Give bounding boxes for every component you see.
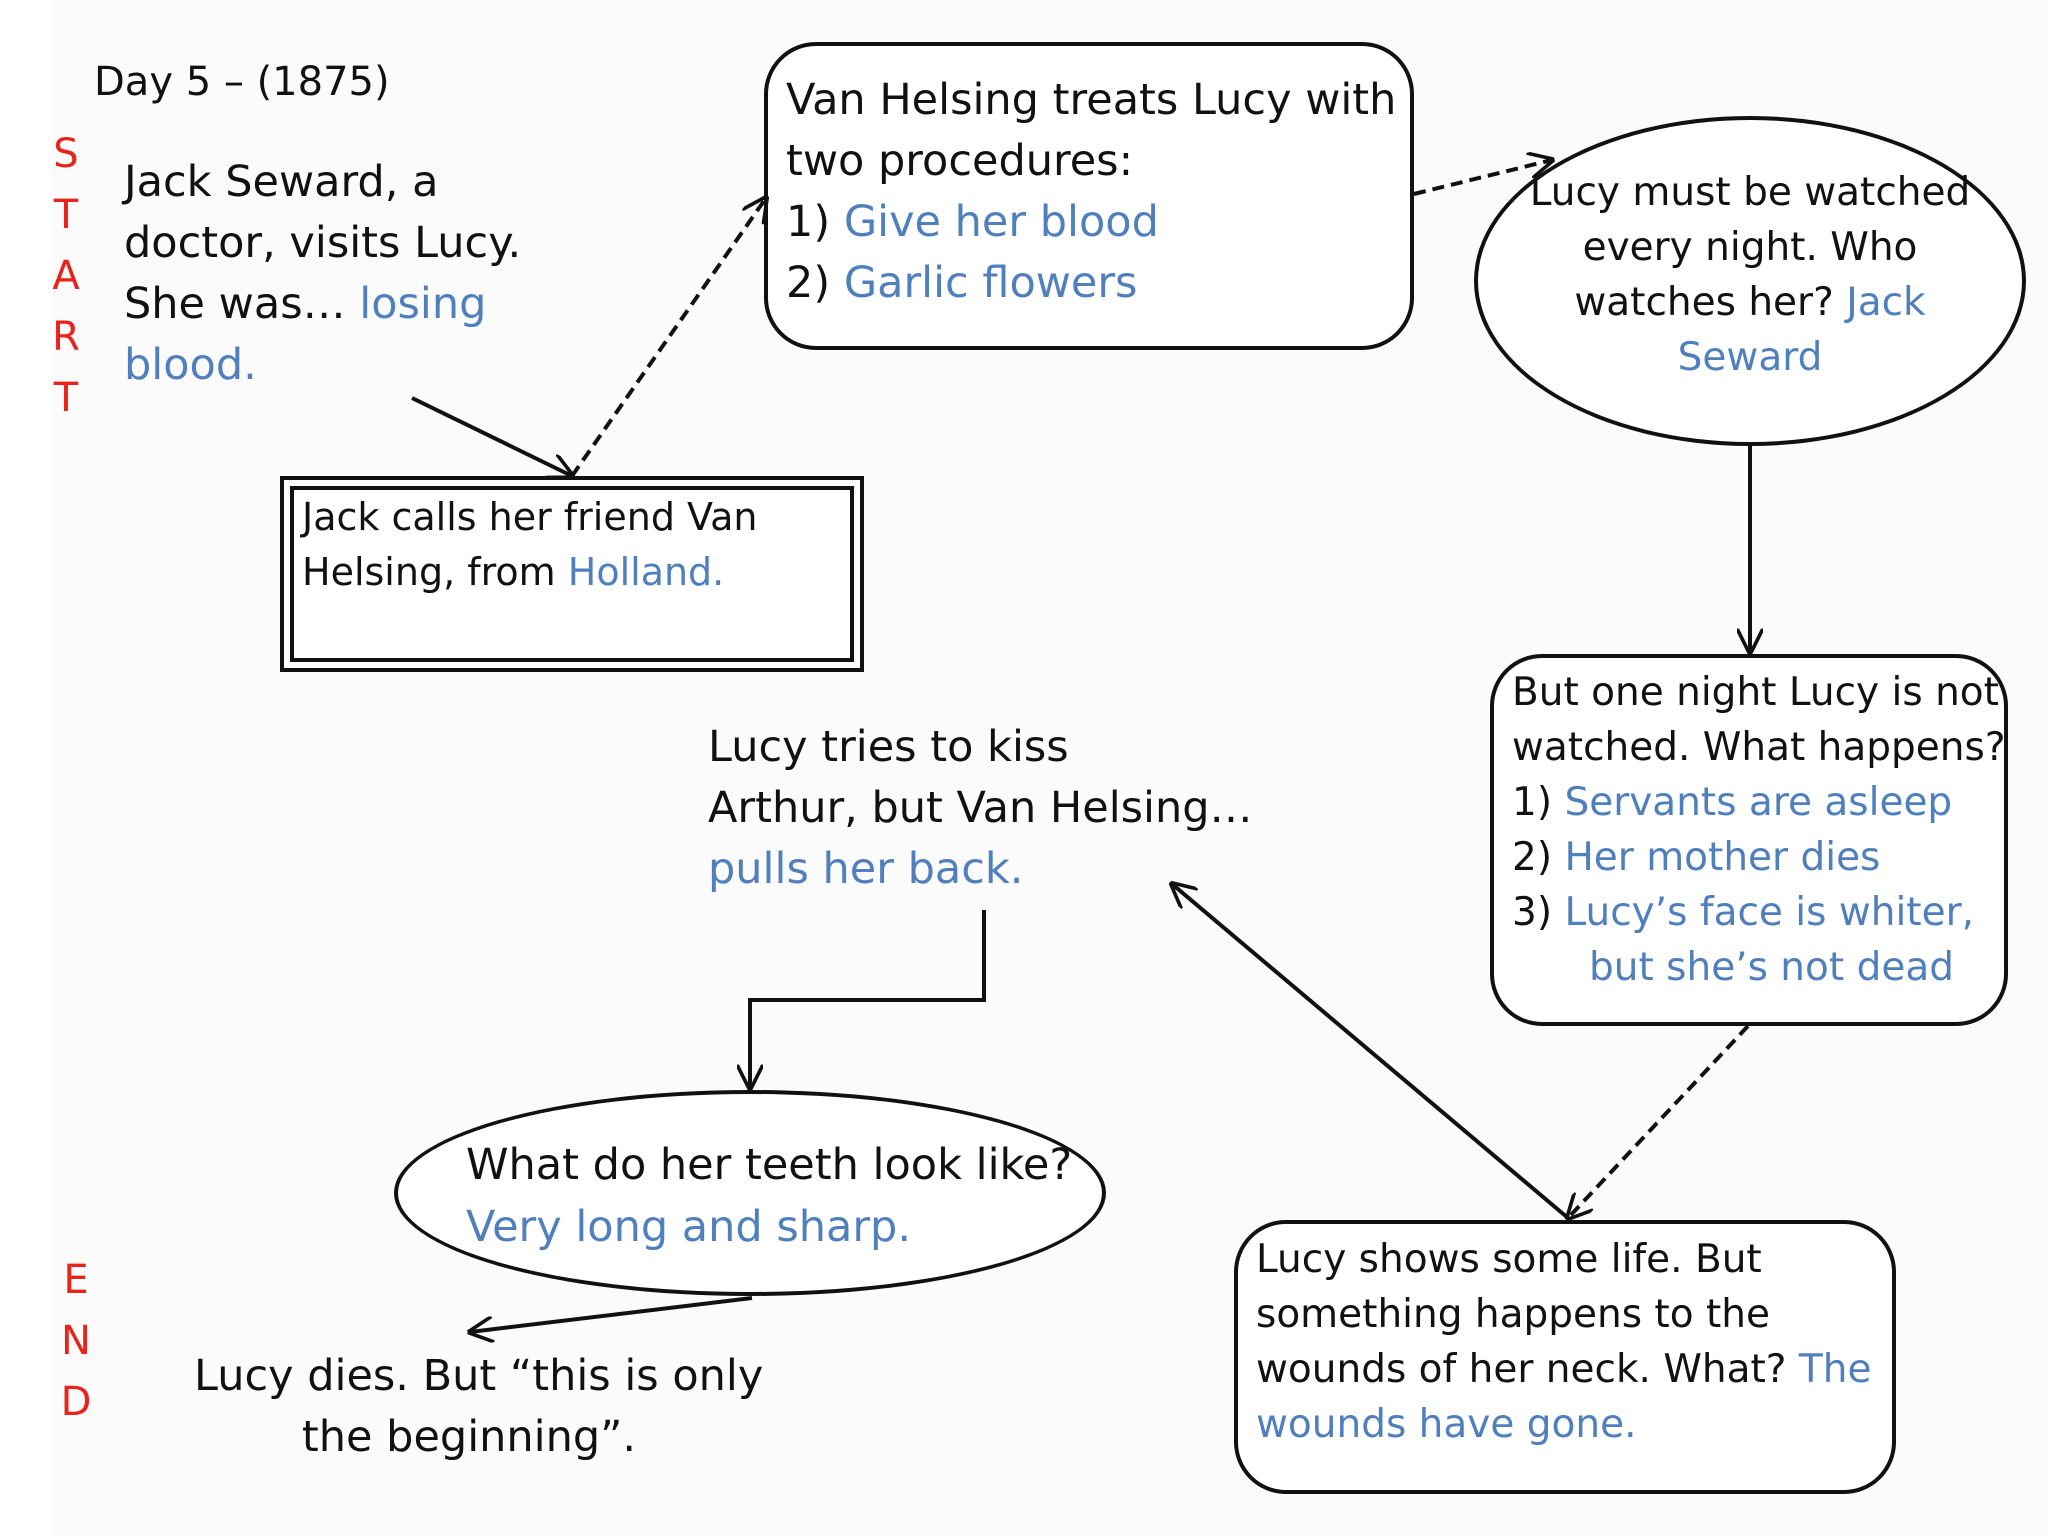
night-line: But one night Lucy is not xyxy=(1512,670,1999,715)
night-answer: but she’s not dead xyxy=(1589,945,1954,990)
watch-text: Lucy must be watched every night. Who wa… xyxy=(1474,165,2026,385)
kiss-answer: pulls her back. xyxy=(708,844,1024,894)
watch-answer: Seward xyxy=(1677,335,1823,380)
night-answer: Her mother dies xyxy=(1564,835,1881,880)
treatment-answer: Give her blood xyxy=(843,197,1159,247)
arrow-treatment-to-watch xyxy=(1413,160,1552,196)
end-letter: D xyxy=(60,1379,92,1425)
dies-line: the beginning”. xyxy=(301,1412,637,1462)
item-number: 2) xyxy=(786,258,844,308)
start-letter: A xyxy=(52,253,80,299)
night-answer: Lucy’s face is whiter, xyxy=(1564,890,1975,935)
arrow-teeth-to-dies xyxy=(470,1296,753,1332)
night-answer: Servants are asleep xyxy=(1564,780,1953,825)
treatment-item: 1) Give her blood xyxy=(786,192,1396,253)
call-text: Jack calls her friend Van Helsing, from … xyxy=(302,490,757,600)
end-label: E N D xyxy=(56,1250,96,1433)
arrow-call-to-treatment xyxy=(570,198,766,478)
night-item: 1) Servants are asleep xyxy=(1512,775,2006,830)
life-text-part: wounds of her neck. What? xyxy=(1256,1347,1799,1392)
item-number: 1) xyxy=(1512,780,1565,825)
night-text: But one night Lucy is not watched. What … xyxy=(1512,665,2006,995)
dies-node: Lucy dies. But “this is only the beginni… xyxy=(194,1346,764,1468)
teeth-answer: Very long and sharp. xyxy=(466,1202,912,1252)
dies-line: Lucy dies. But “this is only xyxy=(194,1351,764,1401)
life-text: Lucy shows some life. But something happ… xyxy=(1256,1232,1871,1452)
call-line: Jack calls her friend Van xyxy=(302,495,758,539)
intro-line: doctor, visits Lucy. xyxy=(124,218,522,268)
life-line: something happens to the xyxy=(1256,1292,1770,1337)
call-answer: Holland. xyxy=(567,550,725,594)
night-line: watched. What happens? xyxy=(1512,725,2006,770)
start-letter: R xyxy=(52,314,80,360)
life-line: wounds of her neck. What? The xyxy=(1256,1342,1871,1397)
treatment-answer: Garlic flowers xyxy=(843,258,1138,308)
intro-answer: losing xyxy=(359,279,487,329)
night-node xyxy=(1490,654,2008,1026)
life-answer: The xyxy=(1798,1347,1872,1392)
teeth-line: What do her teeth look like? xyxy=(466,1140,1073,1190)
watch-answer: Jack xyxy=(1846,280,1926,325)
watch-node xyxy=(1474,116,2026,446)
treatment-item: 2) Garlic flowers xyxy=(786,253,1396,314)
intro-line: Jack Seward, a xyxy=(124,157,439,207)
intro-node: Jack Seward, a doctor, visits Lucy. She … xyxy=(124,152,521,396)
end-letter: N xyxy=(61,1318,91,1364)
start-letter: S xyxy=(53,131,79,177)
treatment-line: Van Helsing treats Lucy with xyxy=(786,75,1397,125)
treatment-node xyxy=(764,42,1414,350)
treatment-text: Van Helsing treats Lucy with two procedu… xyxy=(786,70,1396,314)
end-letter: E xyxy=(63,1257,89,1303)
item-number: 2) xyxy=(1512,835,1565,880)
intro-text: She was… xyxy=(124,279,360,329)
start-letter: T xyxy=(53,375,79,421)
arrow-life-to-kiss xyxy=(1172,884,1570,1220)
arrow-kiss-to-teeth xyxy=(750,910,986,1088)
arrow-intro-to-call xyxy=(411,396,572,476)
call-text-part: Helsing, from xyxy=(302,550,568,594)
kiss-line: Lucy tries to kiss xyxy=(708,722,1069,772)
teeth-node xyxy=(394,1090,1106,1296)
start-letter: T xyxy=(53,192,79,238)
item-number: 1) xyxy=(786,197,844,247)
call-line: Helsing, from Holland. xyxy=(302,545,757,600)
call-node xyxy=(280,476,864,672)
watch-text-part: watches her? xyxy=(1574,280,1847,325)
intro-line: She was… losing xyxy=(124,274,521,335)
kiss-node: Lucy tries to kiss Arthur, but Van Helsi… xyxy=(708,717,1253,900)
page-title: Day 5 – (1875) xyxy=(94,59,390,105)
arrow-night-to-life xyxy=(1568,1024,1750,1218)
treatment-line: two procedures: xyxy=(786,136,1134,186)
night-item: 3) Lucy’s face is whiter, xyxy=(1512,885,2006,940)
watch-line: every night. Who xyxy=(1582,225,1918,270)
item-number: 3) xyxy=(1512,890,1565,935)
life-answer: wounds have gone. xyxy=(1256,1402,1637,1447)
intro-answer: blood. xyxy=(124,340,257,390)
watch-line: watches her? Jack xyxy=(1474,275,2026,330)
kiss-line: Arthur, but Van Helsing… xyxy=(708,783,1253,833)
start-label: S T A R T xyxy=(46,124,86,429)
teeth-text: What do her teeth look like? Very long a… xyxy=(466,1134,1072,1258)
watch-line: Lucy must be watched xyxy=(1529,170,1971,215)
night-item: 2) Her mother dies xyxy=(1512,830,2006,885)
life-line: Lucy shows some life. But xyxy=(1256,1237,1762,1282)
